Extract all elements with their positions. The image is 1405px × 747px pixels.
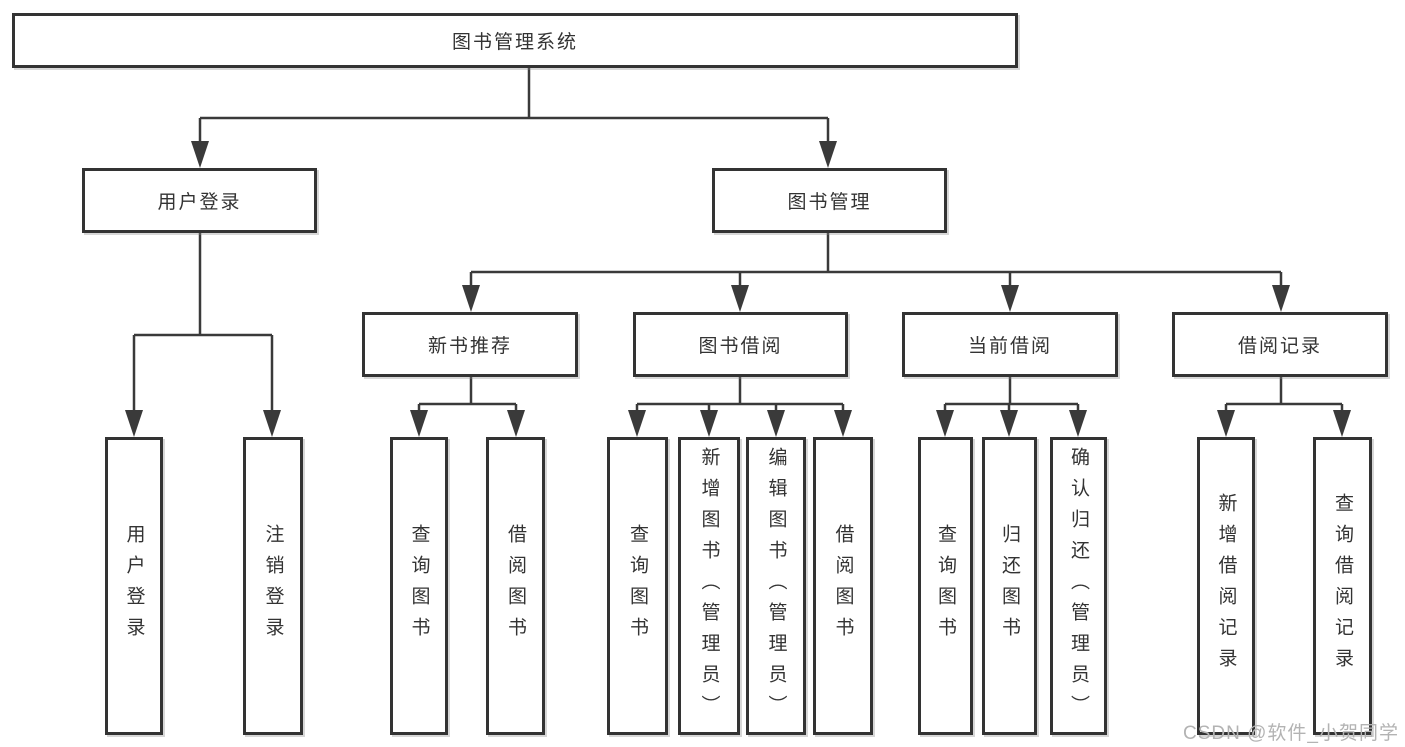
leaf-label: 查询图书 <box>935 524 956 648</box>
arrowhead-down-icon <box>263 410 281 437</box>
node-user-login-branch: 用户登录 <box>82 168 317 233</box>
arrowhead-down-icon <box>507 410 525 437</box>
arrowhead-down-icon <box>1000 410 1018 437</box>
leaf-confirm-return-admin: 确认归还（管理员） <box>1050 437 1107 735</box>
leaf-user-login: 用户登录 <box>105 437 163 735</box>
node-new-book-recommend: 新书推荐 <box>362 312 578 377</box>
leaf-label: 注销登录 <box>262 524 284 648</box>
node-root: 图书管理系统 <box>12 13 1018 68</box>
arrowhead-down-icon <box>700 410 718 437</box>
leaf-label: 归还图书 <box>999 524 1020 648</box>
leaf-label: 借阅图书 <box>505 524 526 648</box>
arrowhead-down-icon <box>1333 410 1351 437</box>
watermark-text: CSDN @软件_小贺同学 <box>1183 723 1399 744</box>
arrowhead-down-icon <box>767 410 785 437</box>
arrowhead-down-icon <box>462 285 480 312</box>
leaf-label: 确认归还（管理员） <box>1068 446 1089 726</box>
arrowhead-down-icon <box>1069 410 1087 437</box>
arrowhead-down-icon <box>1272 285 1290 312</box>
leaf-borrow-books: 借阅图书 <box>813 437 873 735</box>
arrowhead-down-icon <box>1001 285 1019 312</box>
node-current-borrowing: 当前借阅 <box>902 312 1118 377</box>
leaf-label: 查询借阅记录 <box>1332 493 1353 679</box>
leaf-query-books-borrowing: 查询图书 <box>607 437 668 735</box>
arrowhead-down-icon <box>191 141 209 168</box>
arrowhead-down-icon <box>834 410 852 437</box>
leaf-logout: 注销登录 <box>243 437 303 735</box>
leaf-label: 查询图书 <box>627 524 648 648</box>
node-book-management-branch: 图书管理 <box>712 168 947 233</box>
arrowhead-down-icon <box>1217 410 1235 437</box>
leaf-label: 新增借阅记录 <box>1215 493 1237 679</box>
arrowhead-down-icon <box>410 410 428 437</box>
leaf-label: 新增图书（管理员） <box>698 446 720 726</box>
arrowhead-down-icon <box>936 410 954 437</box>
leaf-query-books-recommend: 查询图书 <box>390 437 448 735</box>
leaf-query-borrow-record: 查询借阅记录 <box>1313 437 1372 735</box>
leaf-borrow-books-recommend: 借阅图书 <box>486 437 545 735</box>
node-book-borrowing: 图书借阅 <box>633 312 848 377</box>
arrowhead-down-icon <box>731 285 749 312</box>
leaf-label: 用户登录 <box>123 524 145 648</box>
arrowhead-down-icon <box>819 141 837 168</box>
leaf-label: 查询图书 <box>408 524 430 648</box>
leaf-label: 编辑图书（管理员） <box>765 446 787 726</box>
arrowhead-down-icon <box>125 410 143 437</box>
leaf-label: 借阅图书 <box>832 524 854 648</box>
leaf-edit-books-admin: 编辑图书（管理员） <box>746 437 806 735</box>
leaf-query-books-current: 查询图书 <box>918 437 973 735</box>
node-borrowing-records: 借阅记录 <box>1172 312 1388 377</box>
leaf-add-borrow-record: 新增借阅记录 <box>1197 437 1255 735</box>
arrowhead-down-icon <box>628 410 646 437</box>
leaf-add-books-admin: 新增图书（管理员） <box>678 437 740 735</box>
leaf-return-books: 归还图书 <box>982 437 1037 735</box>
